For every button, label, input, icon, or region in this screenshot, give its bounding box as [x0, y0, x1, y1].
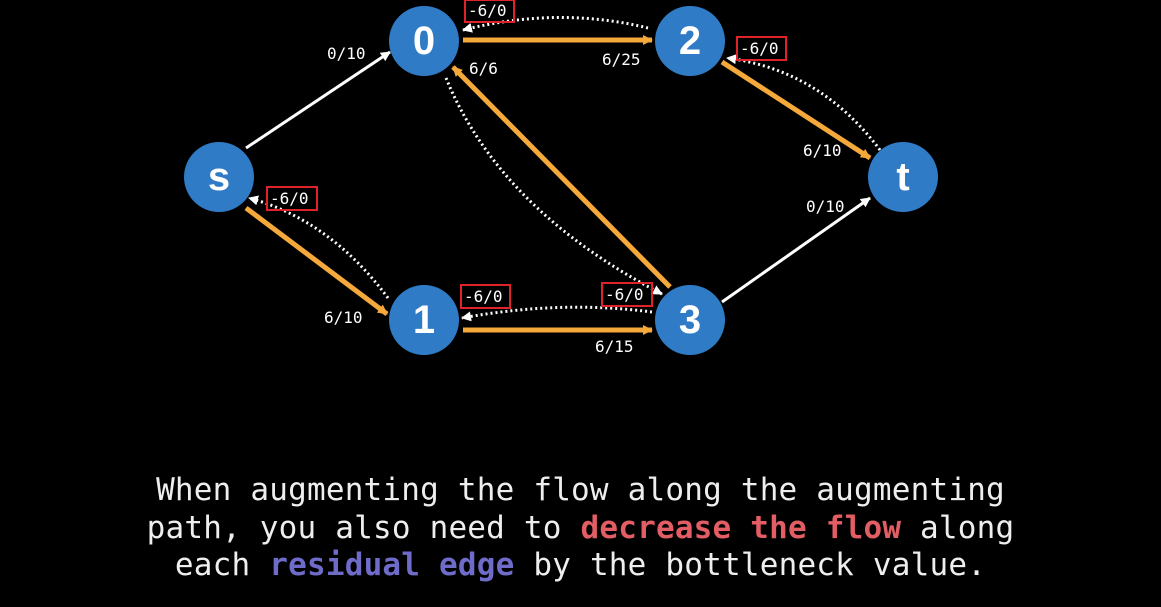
residual-label-3-1: -6/0: [460, 284, 511, 309]
svg-text:-6/0: -6/0: [740, 39, 779, 58]
node-0: 0: [389, 6, 459, 76]
residual-label-t-2: -6/0: [736, 36, 787, 61]
edge-2-t: [720, 59, 872, 161]
edge-label-0-2: 6/25: [602, 50, 641, 69]
edge-3-t: [721, 196, 871, 304]
caption-highlight-residual: residual edge: [269, 547, 515, 583]
edge-label-2-t: 6/10: [803, 141, 842, 160]
caption-highlight-decrease: decrease the flow: [580, 509, 902, 546]
svg-text:-6/0: -6/0: [468, 1, 507, 20]
node-1: 1: [389, 285, 459, 355]
residual-edge-1-s: [248, 195, 390, 299]
node-t: t: [868, 142, 938, 212]
caption-line-3: each residual edge by the bottleneck val…: [174, 547, 987, 583]
node-0-label: 0: [413, 19, 435, 63]
caption: When augmenting the flow along the augme…: [0, 472, 1161, 585]
edge-labels: 0/10 6/10 6/25 6/6 6/15 6/10 0/10: [324, 44, 845, 356]
node-1-label: 1: [413, 298, 435, 342]
residual-edge-t-2: [726, 54, 882, 151]
caption-line-1: When augmenting the flow along the augme…: [156, 472, 1005, 508]
residual-edge-0-3: [444, 77, 663, 296]
residual-label-2-0: -6/0: [464, 0, 515, 23]
edge-label-3-0: 6/6: [469, 59, 498, 78]
edge-label-s-1: 6/10: [324, 308, 363, 327]
caption-line-2: path, you also need to decrease the flow…: [146, 509, 1015, 546]
edge-3-0: [451, 65, 672, 289]
residual-edges: [248, 16, 882, 322]
edge-label-3-t: 0/10: [806, 197, 845, 216]
svg-text:-6/0: -6/0: [270, 189, 309, 208]
node-3: 3: [655, 285, 725, 355]
node-s: s: [184, 142, 254, 212]
node-t-label: t: [896, 155, 909, 199]
edge-s-0: [245, 50, 391, 150]
node-3-label: 3: [679, 298, 701, 342]
forward-edges: [244, 35, 872, 335]
edge-label-1-3: 6/15: [595, 337, 634, 356]
residual-labels: -6/0 -6/0 -6/0 -6/0 -6/0: [266, 0, 787, 309]
edge-label-s-0: 0/10: [327, 44, 366, 63]
svg-text:-6/0: -6/0: [464, 287, 503, 306]
node-s-label: s: [208, 155, 230, 199]
node-2: 2: [655, 6, 725, 76]
residual-edge-2-0: [462, 16, 649, 33]
edge-s-1: [244, 206, 389, 316]
node-2-label: 2: [679, 19, 701, 63]
nodes: s 0 1 2 3 t: [184, 6, 938, 355]
residual-label-1-s: -6/0: [266, 186, 318, 211]
residual-label-0-3: -6/0: [601, 282, 653, 307]
svg-text:-6/0: -6/0: [605, 285, 644, 304]
